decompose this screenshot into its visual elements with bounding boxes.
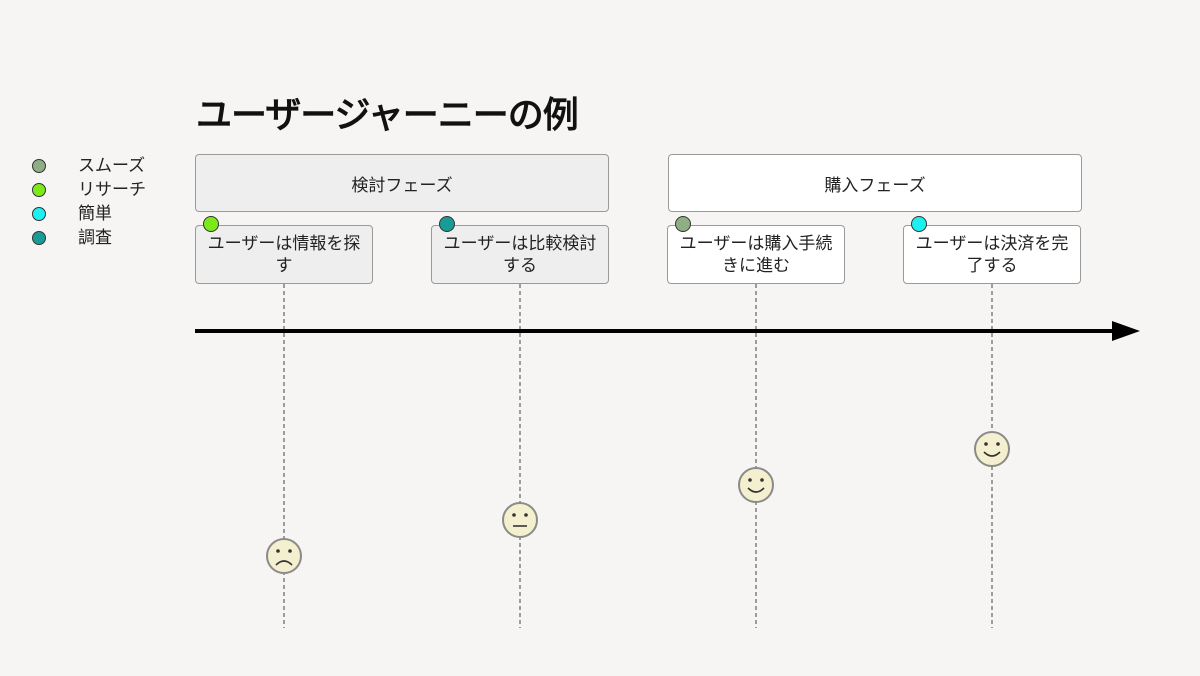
research-dot-icon <box>32 183 46 197</box>
step-text-line: ユーザーは比較検討 <box>443 234 597 254</box>
easy-dot-icon <box>32 207 46 221</box>
step-text-line: ユーザーは購入手続 <box>679 234 833 254</box>
step-text-line: きに進む <box>722 256 790 276</box>
arrow-head-icon <box>1112 321 1140 341</box>
happy-face-icon <box>738 467 774 503</box>
phase-label: 検討フェーズ <box>351 175 453 196</box>
step-text-line: ユーザーは決済を完 <box>915 234 1069 254</box>
investigate-dot-icon <box>439 216 455 232</box>
easy-dot-icon <box>911 216 927 232</box>
step-card: ユーザーは比較検討 する <box>431 225 609 284</box>
legend-label: スムーズ <box>78 156 146 176</box>
step-text-line: 了する <box>966 256 1018 276</box>
page-title: ユーザージャーニーの例 <box>196 95 579 136</box>
phase-review: 検討フェーズ <box>195 154 609 212</box>
legend-label: 調査 <box>78 228 112 248</box>
smooth-dot-icon <box>675 216 691 232</box>
neutral-face-icon <box>502 502 538 538</box>
legend-label: リサーチ <box>78 180 146 200</box>
step-text-line: す <box>275 256 293 276</box>
step-card: ユーザーは決済を完 了する <box>903 225 1081 284</box>
investigate-dot-icon <box>32 231 46 245</box>
smooth-dot-icon <box>32 159 46 173</box>
step-text-line: ユーザーは情報を探 <box>207 234 361 254</box>
legend-label: 簡単 <box>78 204 112 224</box>
step-text-line: する <box>503 256 537 276</box>
research-dot-icon <box>203 216 219 232</box>
step-card: ユーザーは購入手続 きに進む <box>667 225 845 284</box>
step-card: ユーザーは情報を探 す <box>195 225 373 284</box>
phase-purchase: 購入フェーズ <box>668 154 1082 212</box>
happy-face-icon <box>974 431 1010 467</box>
phase-label: 購入フェーズ <box>824 175 926 196</box>
sad-face-icon <box>266 538 302 574</box>
